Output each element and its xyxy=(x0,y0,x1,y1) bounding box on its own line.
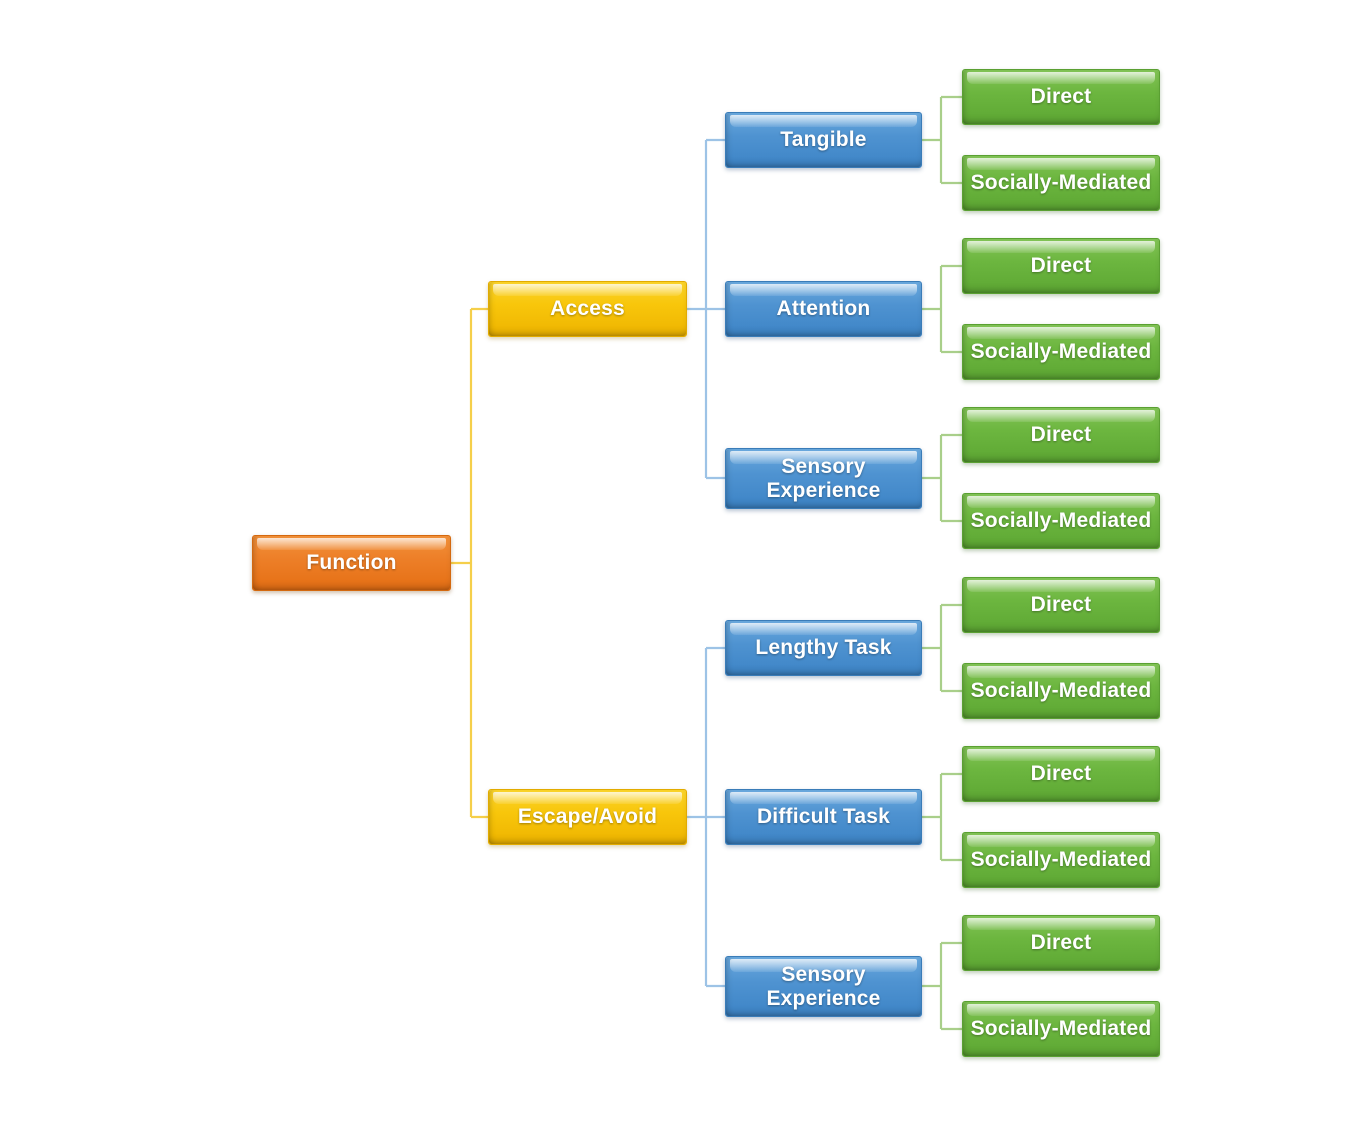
node-difficult-socially-mediated[interactable]: Socially-Mediated xyxy=(962,832,1160,888)
node-lengthy-direct-label: Direct xyxy=(1030,593,1092,617)
node-sensory-experience-access-label: Sensory Experience xyxy=(766,454,881,502)
node-lengthy-socially-mediated[interactable]: Socially-Mediated xyxy=(962,663,1160,719)
node-escape-avoid[interactable]: Escape/Avoid xyxy=(488,789,687,845)
node-attention-label: Attention xyxy=(776,297,871,321)
node-escape-avoid-label: Escape/Avoid xyxy=(517,805,658,829)
node-difficult-task[interactable]: Difficult Task xyxy=(725,789,922,845)
node-attention-direct[interactable]: Direct xyxy=(962,238,1160,294)
node-access[interactable]: Access xyxy=(488,281,687,337)
node-tangible-socially-mediated-label: Socially-Mediated xyxy=(970,171,1152,195)
node-sensory-escape-socially-mediated-label: Socially-Mediated xyxy=(970,1017,1152,1041)
node-sensory-access-direct[interactable]: Direct xyxy=(962,407,1160,463)
wire-difficult-to-level3 xyxy=(922,772,962,862)
wire-escape-to-level2 xyxy=(687,646,725,988)
node-sensory-access-socially-mediated[interactable]: Socially-Mediated xyxy=(962,493,1160,549)
node-function[interactable]: Function xyxy=(252,535,451,591)
node-attention-direct-label: Direct xyxy=(1030,254,1092,278)
node-lengthy-task[interactable]: Lengthy Task xyxy=(725,620,922,676)
node-tangible-direct-label: Direct xyxy=(1030,85,1092,109)
node-lengthy-socially-mediated-label: Socially-Mediated xyxy=(970,679,1152,703)
node-access-label: Access xyxy=(550,297,625,321)
node-tangible[interactable]: Tangible xyxy=(725,112,922,168)
node-difficult-task-label: Difficult Task xyxy=(756,805,891,829)
wire-sensory-escape-to-level3 xyxy=(922,941,962,1031)
node-attention-socially-mediated-label: Socially-Mediated xyxy=(970,340,1152,364)
node-tangible-socially-mediated[interactable]: Socially-Mediated xyxy=(962,155,1160,211)
node-sensory-access-direct-label: Direct xyxy=(1030,423,1092,447)
wire-attention-to-level3 xyxy=(922,264,962,354)
node-difficult-direct[interactable]: Direct xyxy=(962,746,1160,802)
wire-access-to-level2 xyxy=(687,138,725,480)
node-sensory-escape-direct-label: Direct xyxy=(1030,931,1092,955)
node-function-label: Function xyxy=(306,551,397,575)
node-sensory-experience-escape-label: Sensory Experience xyxy=(766,962,881,1010)
node-attention[interactable]: Attention xyxy=(725,281,922,337)
node-lengthy-task-label: Lengthy Task xyxy=(755,636,892,660)
node-sensory-experience-escape[interactable]: Sensory Experience xyxy=(725,956,922,1017)
wire-sensory-access-to-level3 xyxy=(922,433,962,523)
node-tangible-direct[interactable]: Direct xyxy=(962,69,1160,125)
node-tangible-label: Tangible xyxy=(780,128,867,152)
node-lengthy-direct[interactable]: Direct xyxy=(962,577,1160,633)
node-sensory-access-socially-mediated-label: Socially-Mediated xyxy=(970,509,1152,533)
wire-lengthy-to-level3 xyxy=(922,603,962,693)
node-sensory-escape-socially-mediated[interactable]: Socially-Mediated xyxy=(962,1001,1160,1057)
wire-root-to-level1 xyxy=(451,307,488,819)
node-difficult-direct-label: Direct xyxy=(1030,762,1092,786)
node-sensory-experience-access[interactable]: Sensory Experience xyxy=(725,448,922,509)
node-attention-socially-mediated[interactable]: Socially-Mediated xyxy=(962,324,1160,380)
node-difficult-socially-mediated-label: Socially-Mediated xyxy=(970,848,1152,872)
wire-tangible-to-level3 xyxy=(922,95,962,185)
node-sensory-escape-direct[interactable]: Direct xyxy=(962,915,1160,971)
